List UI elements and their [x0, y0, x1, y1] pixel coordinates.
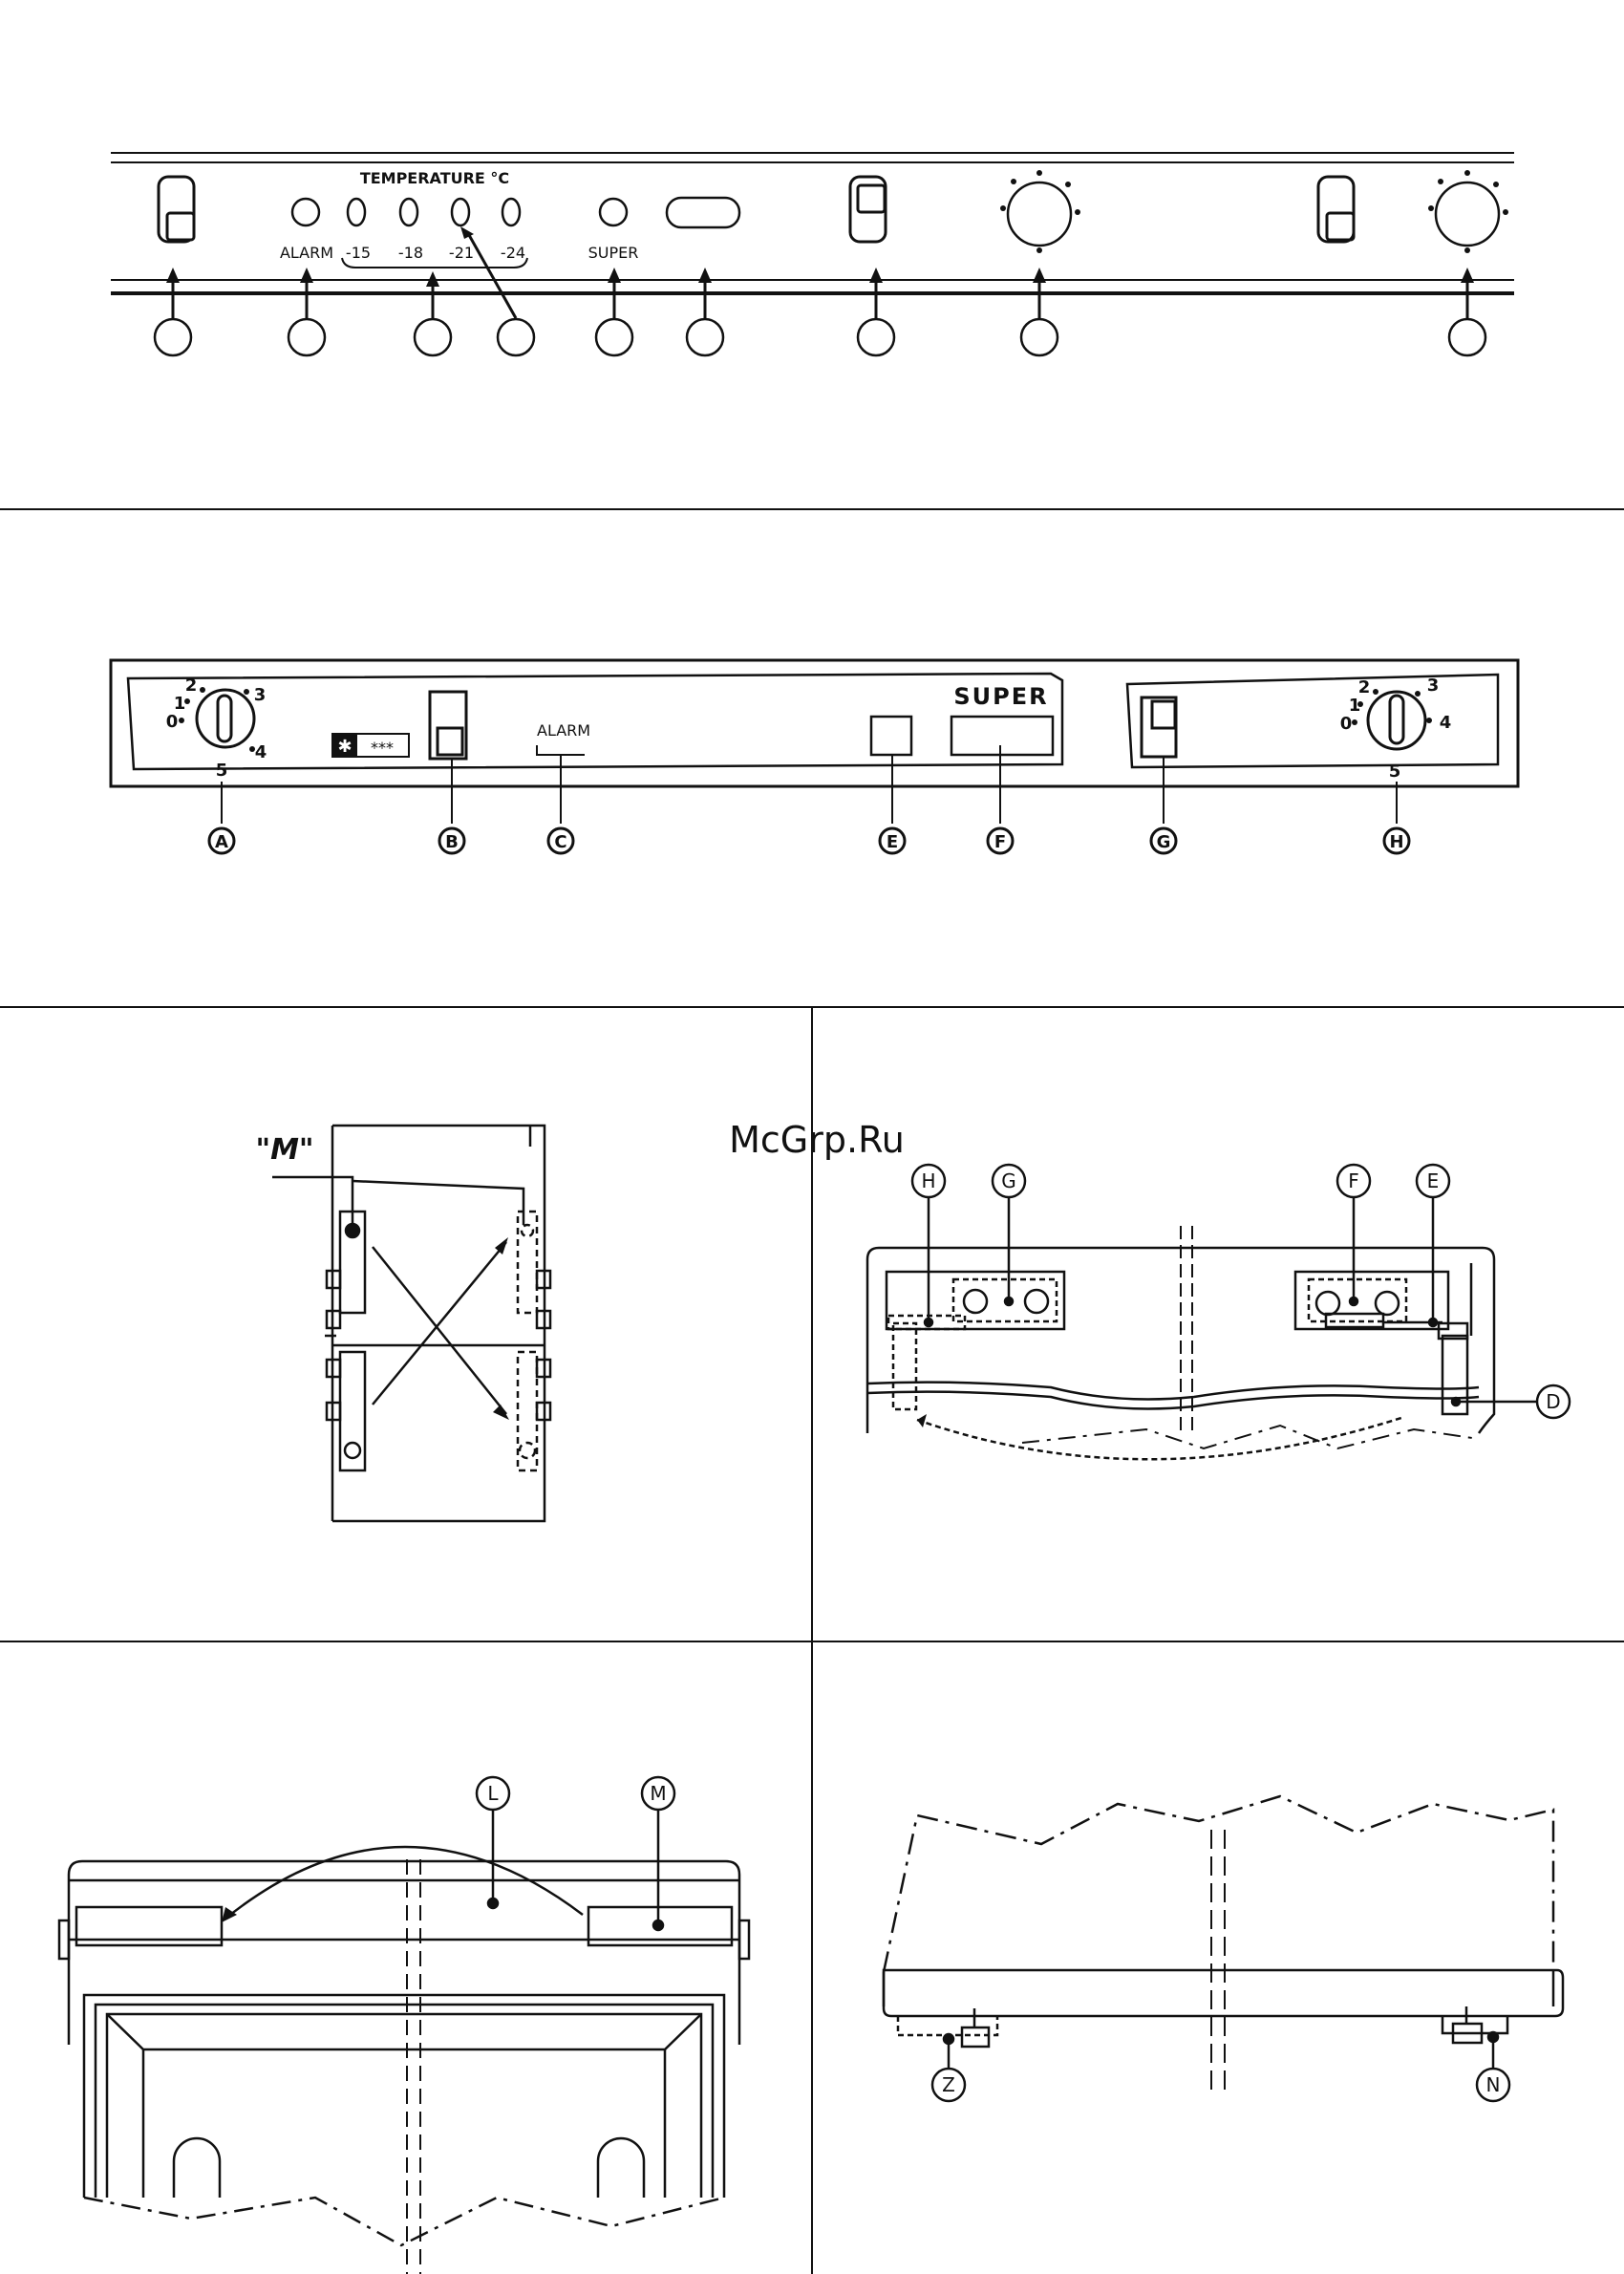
svg-text:D: D	[1546, 1390, 1560, 1413]
temp-led-icon	[452, 199, 469, 225]
feet-diagram	[884, 1796, 1563, 2092]
dial-mark: 5	[1389, 762, 1401, 782]
thermostat-knob-icon	[1000, 170, 1080, 253]
temp-value-label: -15	[346, 244, 371, 262]
switch-e-icon	[871, 717, 911, 755]
callout-circle	[687, 319, 723, 355]
callout-z: Z	[932, 2069, 965, 2101]
callout-circle	[858, 319, 894, 355]
temperature-dial-left-icon: 0 1 2 3 4 5	[166, 676, 267, 781]
super-button-icon	[951, 717, 1053, 755]
hinge-m-label: "M"	[255, 1133, 313, 1167]
svg-text:F: F	[994, 832, 1006, 852]
callout-a: A	[209, 828, 234, 853]
star-rating-badge: ✱ ***	[332, 734, 409, 757]
svg-text:L: L	[487, 1782, 499, 1805]
callout-circle	[1021, 319, 1058, 355]
callout-h: H	[912, 1165, 945, 1197]
watermark: McGrp.Ru	[729, 1119, 905, 1161]
dial-mark: 3	[254, 685, 267, 705]
svg-text:Z: Z	[942, 2073, 955, 2096]
dial-mark: 0	[166, 712, 179, 732]
callout-g: G	[993, 1165, 1025, 1197]
callout-circle	[288, 319, 325, 355]
section-dividers	[0, 509, 1624, 2274]
temp-led-icon	[502, 199, 520, 225]
dial-mark: 2	[1358, 677, 1371, 697]
callout-l: L	[477, 1777, 509, 1810]
thermostat-knob-icon	[1428, 170, 1508, 253]
svg-text:G: G	[1001, 1169, 1016, 1192]
svg-text:F: F	[1348, 1169, 1359, 1192]
control-panel-diagram-2: 0 1 2 3 4 5 ✱ *** ALARM SUPER	[111, 660, 1518, 853]
callout-g: G	[1151, 828, 1176, 853]
callout-circles	[155, 319, 1485, 355]
callout-circle	[498, 319, 534, 355]
temp-value-label: -24	[501, 244, 525, 262]
svg-text:E: E	[887, 832, 898, 852]
svg-text:E: E	[1427, 1169, 1440, 1192]
super-label: SUPER	[588, 244, 639, 262]
dial-mark: 4	[1440, 713, 1452, 733]
dial-mark: 2	[185, 676, 198, 696]
svg-text:B: B	[445, 832, 459, 852]
dial-mark: 5	[216, 761, 228, 781]
alarm-label: ALARM	[280, 244, 333, 262]
rocker-switch-icon	[430, 692, 466, 759]
rocker-switch-icon	[159, 177, 194, 242]
star-icon: ✱	[337, 737, 352, 757]
dial-mark: 3	[1427, 676, 1440, 696]
rocker-switch-icon	[850, 177, 886, 242]
door-top-diagram	[867, 1197, 1536, 1459]
control-panel-diagram-1: TEMPERATURE °C ALARM SUPER -15 -18 -21 -…	[111, 153, 1514, 355]
star-marks: ***	[371, 739, 394, 757]
callout-f: F	[988, 828, 1013, 853]
svg-text:M: M	[650, 1782, 666, 1805]
super-label: SUPER	[953, 683, 1048, 710]
callout-arrows	[166, 226, 1474, 318]
temp-value-label: -21	[449, 244, 474, 262]
callout-circle	[155, 319, 191, 355]
callout-circle	[596, 319, 632, 355]
callout-circle	[415, 319, 451, 355]
lid-diagram	[59, 1810, 749, 2274]
temperature-heading: TEMPERATURE °C	[360, 169, 509, 187]
callout-e: E	[1417, 1165, 1449, 1197]
callout-n: N	[1477, 2069, 1509, 2101]
callout-f: F	[1337, 1165, 1370, 1197]
svg-text:G: G	[1157, 832, 1171, 852]
callout-circle	[1449, 319, 1485, 355]
rocker-switch-icon	[1142, 697, 1176, 757]
callout-e: E	[880, 828, 905, 853]
svg-text:H: H	[921, 1169, 935, 1192]
callout-h: H	[1384, 828, 1409, 853]
callout-m: M	[642, 1777, 674, 1810]
temp-led-icon	[400, 199, 417, 225]
hinge-reversal-diagram	[272, 1126, 550, 1521]
temp-led-icon	[348, 199, 365, 225]
callout-b: B	[439, 828, 464, 853]
svg-text:C: C	[554, 832, 566, 852]
super-button-icon	[667, 198, 739, 227]
svg-text:A: A	[215, 832, 228, 852]
callout-d: D	[1537, 1385, 1570, 1418]
svg-text:N: N	[1486, 2073, 1501, 2096]
dial-mark: 1	[1349, 696, 1361, 716]
dial-mark: 0	[1340, 714, 1353, 734]
dial-mark: 4	[255, 742, 267, 762]
alarm-label: ALARM	[537, 721, 590, 740]
rocker-switch-icon	[1318, 177, 1354, 242]
super-lamp-icon	[600, 199, 627, 225]
alarm-lamp-icon	[292, 199, 319, 225]
temp-value-label: -18	[398, 244, 423, 262]
svg-text:H: H	[1389, 832, 1403, 852]
callout-c: C	[548, 828, 573, 853]
dial-mark: 1	[174, 694, 186, 714]
